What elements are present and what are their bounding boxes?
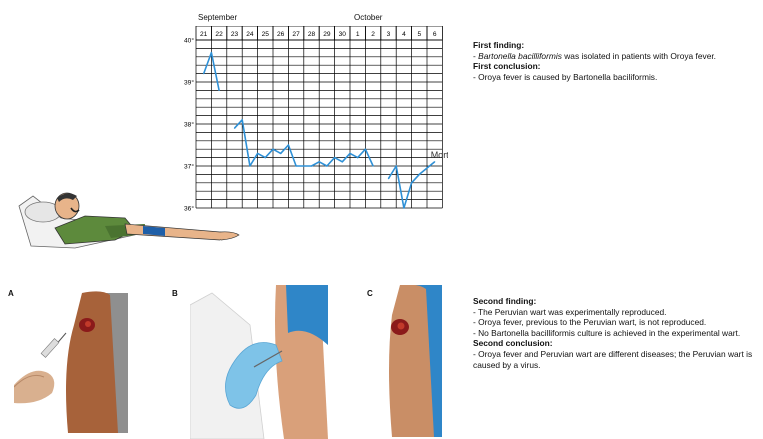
x-tick-label: 23 (231, 31, 239, 38)
temperature-point (357, 157, 359, 159)
temperature-point (403, 207, 405, 209)
panel-label-a: A (8, 289, 14, 298)
temperature-point (411, 182, 413, 184)
temperature-point (349, 152, 351, 154)
x-tick-label: 4 (402, 31, 406, 38)
first-finding-text: - Bartonella bacilliformis was isolated … (473, 51, 738, 62)
second-finding-item: - Oroya fever, previous to the Peruvian … (473, 317, 707, 328)
x-tick-label: 22 (215, 31, 223, 38)
temperature-point (310, 165, 313, 167)
x-tick-label: 26 (277, 31, 285, 38)
mort-annotation: Mort (431, 150, 448, 160)
temperature-point (341, 161, 343, 163)
temperature-point (395, 165, 397, 167)
y-tick-label: 38° (184, 121, 194, 129)
temperature-point (264, 157, 266, 159)
x-tick-label: 24 (246, 31, 254, 38)
first-finding-rest: was isolated in patients with Oroya feve… (561, 50, 717, 61)
temperature-point (364, 148, 366, 150)
x-tick-label: 27 (292, 31, 300, 38)
temperature-point (372, 165, 374, 167)
panel-a-arm (66, 291, 118, 433)
temperature-point (418, 173, 420, 175)
first-finding-organism: Bartonella bacilliformis (478, 50, 562, 61)
second-finding-title: Second finding: (473, 296, 537, 306)
x-tick-label: 29 (323, 31, 331, 38)
x-tick-label: 5 (417, 31, 421, 38)
second-finding-item: - The Peruvian wart was experimentally r… (473, 306, 667, 317)
temperature-point (287, 144, 289, 146)
y-tick-label: 37° (184, 163, 194, 171)
temperature-point (387, 178, 390, 180)
panel-b-sleeve (286, 285, 328, 345)
patient-arm (124, 223, 240, 241)
temperature-point (434, 161, 436, 163)
patient-illustration (18, 192, 240, 249)
x-tick-label: 6 (433, 31, 437, 38)
first-conclusion-text: - Oroya fever is caused by Bartonella ba… (473, 71, 658, 82)
temperature-point (257, 152, 259, 154)
x-tick-label: 21 (200, 31, 208, 38)
temperature-point (203, 73, 205, 75)
y-tick-label: 39° (184, 79, 194, 87)
second-finding-block: Second finding: - The Peruvian wart was … (473, 296, 758, 370)
second-conclusion-title: Second conclusion: (473, 338, 553, 349)
panel-b-syringe-icon (253, 350, 283, 368)
first-finding-block: First finding: - Bartonella bacilliformi… (473, 40, 738, 82)
temperature-point (233, 127, 236, 129)
x-tick-label: 25 (262, 31, 270, 38)
x-tick-label: 2 (371, 31, 375, 38)
y-tick-label: 36° (184, 205, 194, 213)
month-label-september: September (198, 13, 238, 22)
temperature-point (241, 119, 243, 121)
temperature-point (249, 165, 251, 167)
x-tick-label: 28 (308, 31, 316, 38)
temperature-point (318, 161, 320, 163)
syringe-icon (40, 332, 67, 358)
second-finding-item: - No Bartonella bacilliformis culture is… (473, 327, 741, 338)
temperature-point (303, 165, 305, 167)
panel-a-image (14, 291, 128, 433)
temperature-point (295, 165, 297, 167)
first-conclusion-title: First conclusion: (473, 61, 541, 72)
panel-b-image (190, 285, 328, 439)
y-tick-label: 40° (184, 37, 194, 45)
x-tick-label: 3 (387, 31, 391, 38)
patient-head (54, 192, 80, 220)
second-conclusion-text: - Oroya fever and Peruvian wart are diff… (473, 348, 753, 370)
panel-label-b: B (172, 289, 178, 298)
temperature-line (387, 161, 436, 209)
temperature-point (210, 52, 212, 54)
x-tick-label: 1 (356, 31, 360, 38)
first-finding-title: First finding: (473, 40, 525, 50)
temperature-point (280, 152, 282, 154)
panel-c-image (389, 285, 442, 437)
month-label-october: October (354, 13, 383, 22)
x-tick-label: 30 (339, 31, 347, 38)
temperature-point (272, 148, 274, 150)
panel-label-c: C (367, 289, 373, 298)
temperature-point (326, 165, 328, 167)
first-finding-prefix: - (473, 50, 479, 61)
temperature-point (218, 89, 220, 91)
temperature-point (334, 157, 336, 159)
